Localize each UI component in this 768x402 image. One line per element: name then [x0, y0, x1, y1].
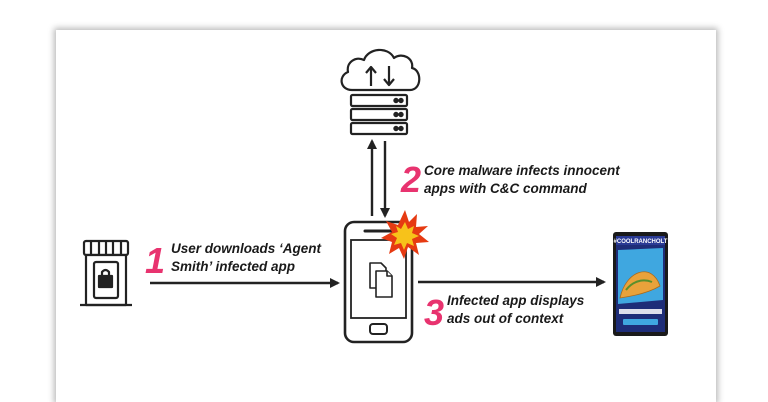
- step-1-line-2: Smith’ infected app: [171, 259, 296, 274]
- step-1-label: User downloads ‘Agent Smith’ infected ap…: [171, 240, 321, 276]
- step-3-number: 3: [424, 292, 445, 333]
- step-2-line-2: apps with C&C command: [424, 181, 587, 196]
- step-3-line-2: ads out of context: [447, 311, 564, 326]
- step-1-line-1: User downloads ‘Agent: [171, 241, 322, 256]
- smartphone-icon: [343, 220, 414, 344]
- step-2-label: Core malware infects innocent apps with …: [424, 162, 620, 198]
- ad-title: #COOLRANCHOLT: [614, 239, 668, 245]
- step-3-line-1: Infected app displays: [447, 293, 585, 308]
- step-3-label: Infected app displays ads out of context: [447, 292, 584, 328]
- step-2-number: 2: [401, 159, 422, 200]
- files-icon: [369, 262, 393, 298]
- app-store-icon: [80, 239, 132, 307]
- explosion-icon: [381, 210, 429, 259]
- ad-screenshot: #COOLRANCHOLT: [613, 232, 668, 336]
- step-1-number: 1: [145, 240, 166, 281]
- step-2-line-1: Core malware infects innocent: [424, 163, 620, 178]
- cloud-server-icon: [340, 48, 421, 136]
- c2-arrows: [367, 139, 390, 218]
